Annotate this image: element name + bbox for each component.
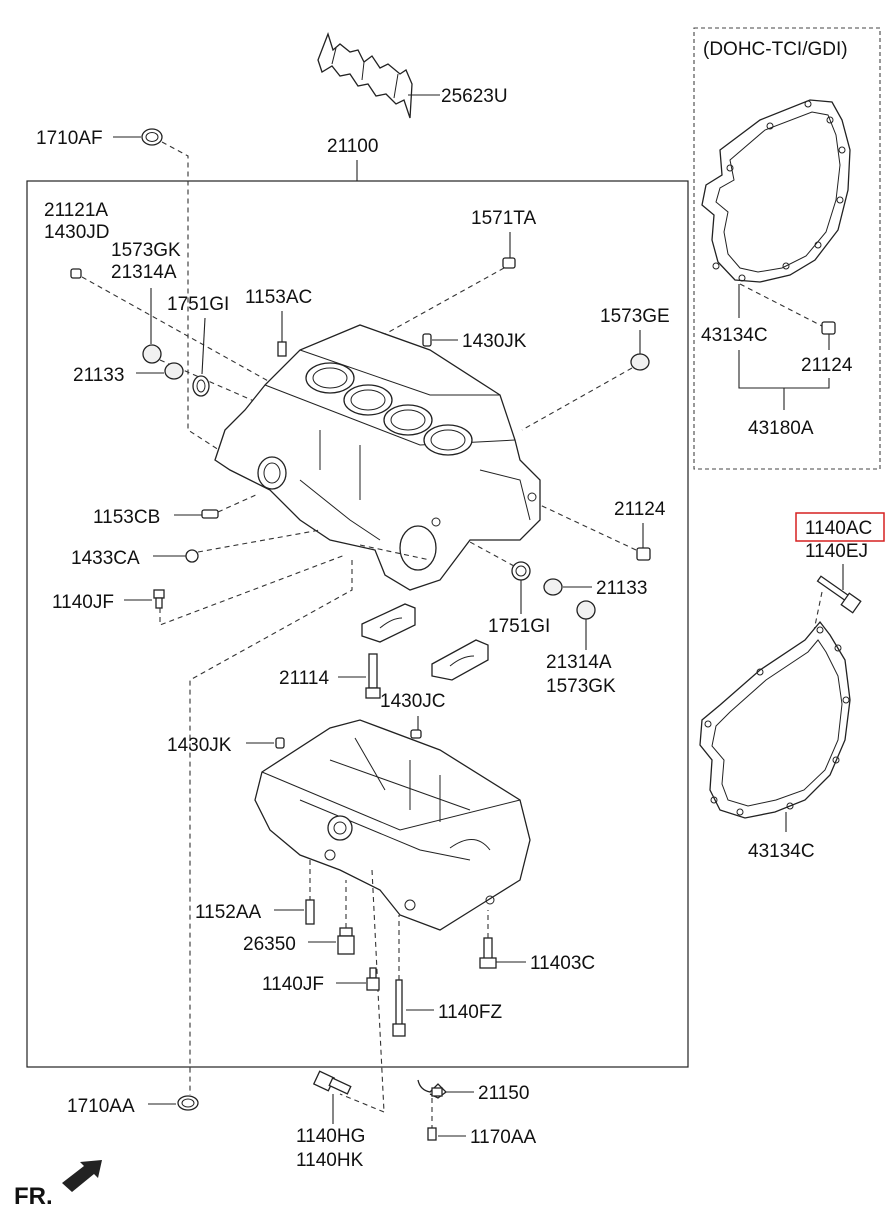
label-43180A: 43180A (748, 418, 814, 439)
label-21114: 21114 (279, 668, 329, 689)
label-1140HG: 1140HG (296, 1126, 365, 1147)
label-1430JK-bot: 1430JK (167, 735, 232, 756)
plug-1153AC (277, 341, 287, 357)
label-1152AA: 1152AA (195, 902, 262, 923)
oring-1710AF (141, 128, 163, 146)
bolt-11403C (479, 937, 497, 969)
label-21121A: 21121A (44, 200, 108, 221)
plug-1153CB (201, 509, 219, 519)
seal-1751GI-top (192, 375, 210, 397)
label-21124-mid: 21124 (614, 499, 666, 520)
bolt-1170AA (427, 1127, 437, 1141)
bolt-1140JF-bot (366, 967, 380, 991)
bolt-1140AC (816, 575, 862, 614)
oil-level-sensor-21150 (417, 1079, 447, 1099)
label-21314A-bot: 21314A (546, 652, 612, 673)
label-43134C-bot: 43134C (748, 841, 815, 862)
label-1430JD: 1430JD (44, 222, 110, 243)
plug-21314A-bot (576, 600, 596, 620)
rear-plate-gasket-top (701, 99, 851, 283)
label-1140HK: 1140HK (296, 1150, 364, 1171)
label-1140AC[interactable]: 1140AC (805, 518, 872, 539)
label-1573GK-bot: 1573GK (546, 676, 616, 697)
dowel-21124-mid (636, 547, 651, 561)
label-1140FZ: 1140FZ (438, 1002, 502, 1023)
label-1140JF-bot: 1140JF (262, 974, 324, 995)
label-1153CB: 1153CB (93, 507, 160, 528)
plug-26350 (337, 927, 355, 955)
label-21314A-top: 21314A (111, 262, 177, 283)
bolt-1140HG (312, 1070, 352, 1095)
label-11403C: 11403C (530, 953, 595, 974)
oring-1710AA (177, 1095, 199, 1111)
plug-21314A-top (142, 344, 162, 364)
label-1140EJ: 1140EJ (805, 541, 868, 562)
cylinder-block (214, 324, 541, 591)
label-26350: 26350 (243, 934, 296, 955)
highlight-box-1140AC[interactable] (795, 512, 885, 542)
front-direction-arrow-icon (62, 1160, 102, 1192)
plug-1433CA (185, 549, 199, 563)
plug-1573GE (630, 353, 650, 371)
label-1430JK-top: 1430JK (462, 331, 527, 352)
label-21133-right: 21133 (596, 578, 647, 599)
label-1573GK-top: 1573GK (111, 240, 181, 261)
stud-1152AA (305, 899, 315, 925)
dowel-21124-right (821, 321, 836, 335)
bolt-1140FZ (392, 979, 406, 1037)
dowel-1430JD (70, 268, 82, 279)
bearing-cap-upper (361, 603, 416, 643)
rear-plate-gasket-bot (699, 620, 851, 819)
orientation-label: FR. (14, 1183, 53, 1210)
main-assembly-frame (26, 180, 689, 1068)
baffle-part (317, 32, 413, 119)
label-1710AA: 1710AA (67, 1096, 135, 1117)
label-1433CA: 1433CA (71, 548, 140, 569)
label-21100: 21100 (327, 136, 378, 157)
bearing-cap-lower (431, 639, 489, 681)
label-1710AF: 1710AF (36, 128, 103, 149)
plug-21133-left (164, 362, 184, 380)
label-1751GI-top: 1751GI (167, 294, 229, 315)
plug-21133-right (543, 578, 563, 596)
label-1140JF-top: 1140JF (52, 592, 114, 613)
bolt-21114 (365, 653, 381, 699)
plug-1571TA (502, 257, 516, 269)
label-21124-right: 21124 (801, 355, 853, 376)
label-1751GI-bot: 1751GI (488, 616, 550, 637)
label-21150: 21150 (478, 1083, 529, 1104)
label-1430JC: 1430JC (380, 691, 446, 712)
variant-label: (DOHC-TCI/GDI) (703, 39, 848, 60)
variant-frame (693, 27, 881, 470)
label-1153AC: 1153AC (245, 287, 312, 308)
label-21133-left: 21133 (73, 365, 124, 386)
label-1573GE: 1573GE (600, 306, 670, 327)
lower-crankcase (254, 719, 531, 931)
label-1170AA: 1170AA (470, 1127, 537, 1148)
label-43134C-top: 43134C (701, 325, 768, 346)
bolt-1140JF-top (153, 589, 165, 609)
seal-1751GI-bot (511, 561, 531, 581)
label-25623U: 25623U (441, 86, 508, 107)
dowel-1430JK-top (422, 333, 432, 347)
dowel-1430JC (410, 729, 422, 739)
label-1571TA: 1571TA (471, 208, 536, 229)
dowel-1430JK-bot (275, 737, 285, 749)
